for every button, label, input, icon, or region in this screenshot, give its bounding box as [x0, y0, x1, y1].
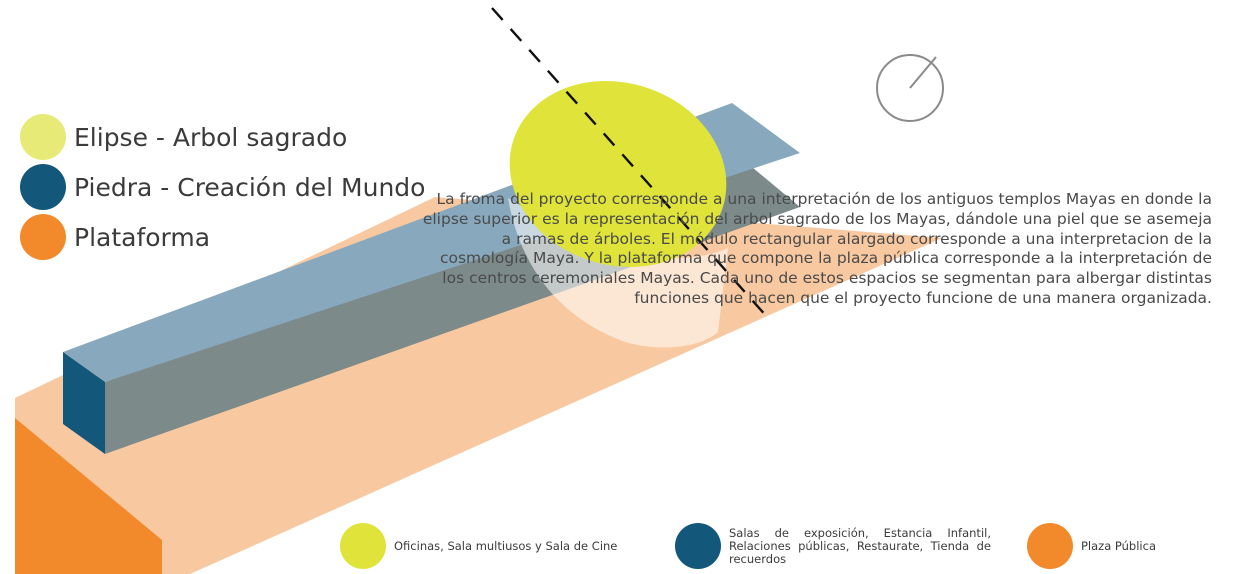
legend-top: Elipse - Arbol sagrado Piedra - Creación…: [20, 112, 425, 262]
legend-label-plataforma: Plataforma: [74, 222, 211, 252]
legend-item-piedra: Piedra - Creación del Mundo: [20, 162, 425, 212]
dark-blue-circle-icon: [20, 164, 66, 210]
legend-item-plataforma: Plataforma: [20, 212, 425, 262]
orange-circle-icon: [1027, 523, 1073, 569]
compass-icon: [876, 54, 944, 122]
legend-bottom-item-salas: Salas de exposición, Estancia Infantil, …: [675, 523, 991, 569]
orange-circle-icon: [20, 214, 66, 260]
axis-dashed-line: [491, 7, 769, 319]
legend-bottom-label-oficinas: Oficinas, Sala multiusos y Sala de Cine: [394, 538, 618, 553]
platform-front-face: [15, 418, 162, 574]
project-description: La froma del proyecto corresponde a una …: [422, 190, 1212, 307]
stone-block-end: [63, 352, 105, 454]
dark-blue-circle-icon: [675, 523, 721, 569]
sacred-tree-ellipse: [509, 81, 727, 267]
legend-bottom-item-plaza: Plaza Pública: [1027, 523, 1221, 569]
light-yellow-circle-icon: [20, 114, 66, 160]
legend-item-elipse: Elipse - Arbol sagrado: [20, 112, 425, 162]
legend-label-piedra: Piedra - Creación del Mundo: [74, 172, 426, 202]
yellow-circle-icon: [340, 523, 386, 569]
legend-bottom-item-oficinas: Oficinas, Sala multiusos y Sala de Cine: [340, 523, 654, 569]
compass-needle-icon: [909, 56, 937, 89]
legend-bottom-label-salas: Salas de exposición, Estancia Infantil, …: [729, 525, 991, 566]
legend-label-elipse: Elipse - Arbol sagrado: [74, 122, 348, 152]
legend-bottom-label-plaza: Plaza Pública: [1081, 538, 1156, 553]
